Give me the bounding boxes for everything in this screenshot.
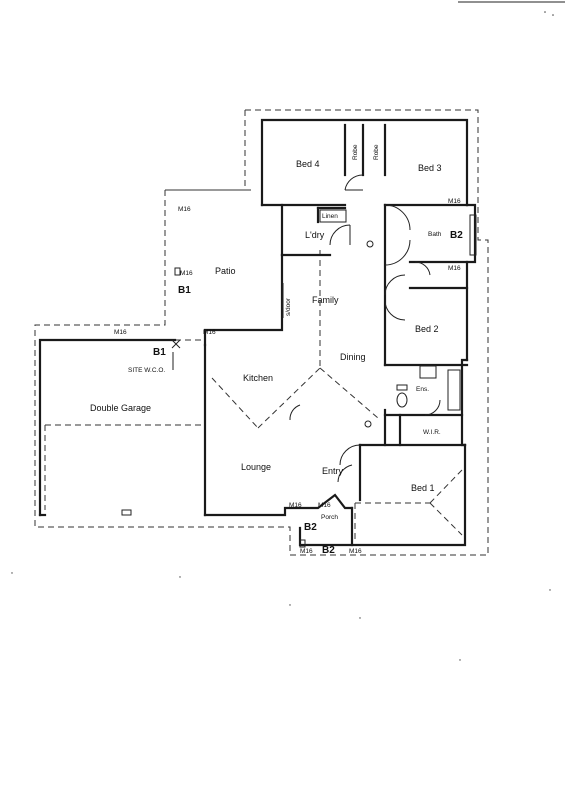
room-label-bed3: Bed 3 (418, 163, 442, 173)
room-label-double-garage: Double Garage (90, 403, 151, 413)
marker-m16: M16 (448, 198, 461, 205)
site-wco-label: SITE W.C.O. (128, 367, 165, 374)
fixtures (319, 209, 477, 428)
marker-m16: M16 (178, 206, 191, 213)
external-walls (38, 118, 477, 548)
internal-walls (280, 123, 469, 502)
room-label-patio: Patio (215, 266, 236, 276)
marker-m16: M16 (203, 329, 216, 336)
room-label-lounge: Lounge (241, 462, 271, 472)
marker-b2: B2 (450, 230, 463, 241)
label-sliding-door: s/door (285, 297, 292, 316)
room-label-ensuite: Ens. (416, 386, 429, 393)
scan-speck (11, 572, 13, 574)
marker-b1: B1 (178, 285, 191, 296)
room-label-bath: Bath (428, 231, 442, 238)
marker-m16: M16 (180, 270, 193, 277)
room-label-linen: Linen (322, 213, 338, 220)
marker-m16: M16 (318, 502, 331, 509)
marker-b2: B2 (304, 522, 317, 533)
scan-speck (544, 11, 546, 13)
room-label-bed1: Bed 1 (411, 483, 435, 493)
scan-speck (459, 659, 461, 661)
roof-outline (34, 109, 489, 556)
marker-b2: B2 (322, 545, 335, 556)
room-label-family: Family (312, 295, 339, 305)
scan-speck (289, 604, 291, 606)
marker-b1: B1 (153, 347, 166, 358)
room-label-entry: Entry (322, 466, 344, 476)
scan-speck (552, 14, 554, 16)
room-label-bed4: Bed 4 (296, 159, 320, 169)
room-label-dining: Dining (340, 352, 366, 362)
marker-m16: M16 (349, 548, 362, 555)
marker-m16: M16 (114, 329, 127, 336)
scan-speck (549, 589, 551, 591)
marker-m16: M16 (448, 265, 461, 272)
room-label-porch: Porch (321, 514, 338, 521)
scan-speck (359, 617, 361, 619)
room-label-laundry: L'dry (305, 230, 325, 240)
marker-m16: M16 (289, 502, 302, 509)
room-label-robe-right: Robe (373, 144, 380, 160)
room-label-kitchen: Kitchen (243, 373, 273, 383)
room-label-robe-left: Robe (352, 144, 359, 160)
room-label-wir: W.I.R. (423, 429, 441, 436)
room-label-bed2: Bed 2 (415, 324, 439, 334)
marker-m16: M16 (300, 548, 313, 555)
marker-cross (171, 339, 181, 349)
scan-speck (179, 576, 181, 578)
doors (282, 174, 441, 483)
